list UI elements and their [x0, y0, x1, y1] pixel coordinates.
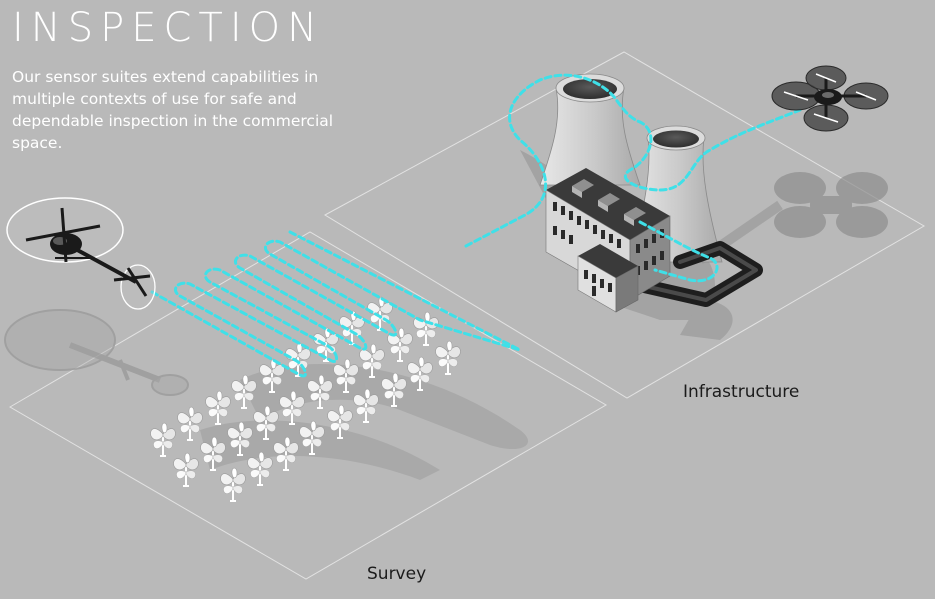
page-title: INSPECTION: [12, 5, 325, 51]
flight-path: [150, 73, 802, 378]
page-description: Our sensor suites extend capabilities in…: [12, 68, 334, 152]
helicopter-shadow: [4, 309, 189, 396]
survey-plane: [9, 231, 607, 580]
infrastructure-plane: [323, 51, 925, 399]
drone-shadow: [774, 172, 888, 238]
helicopter-icon: [6, 197, 156, 310]
pipe-icon: [633, 241, 763, 307]
survey-label: Survey: [367, 564, 427, 584]
infrastructure-label: Infrastructure: [683, 382, 800, 402]
quadcopter-drone-icon: [771, 65, 889, 132]
cooling-tower-icon: [539, 73, 641, 186]
